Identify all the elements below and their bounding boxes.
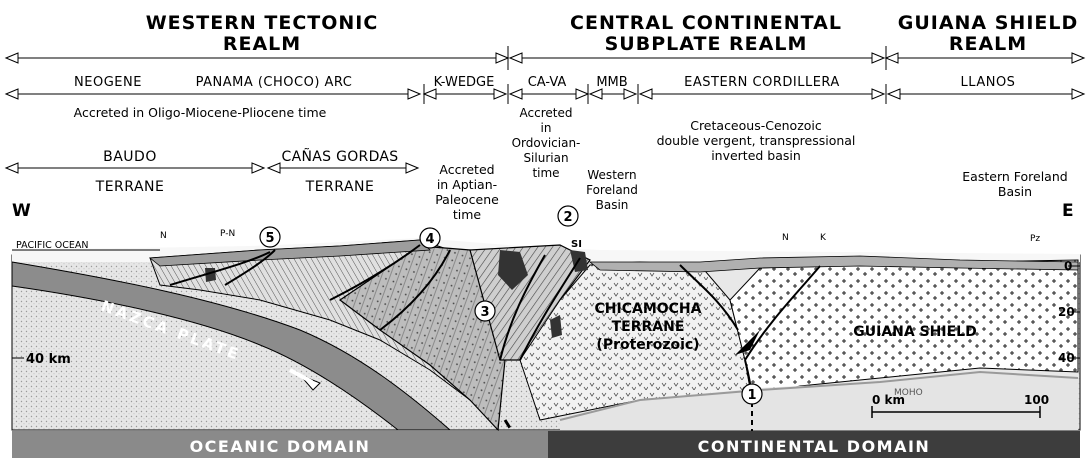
note-cretaceous-3: inverted basin bbox=[711, 148, 801, 163]
compass-east: E bbox=[1062, 201, 1074, 221]
note-accreted-apt-2: in Aptian- bbox=[437, 177, 497, 192]
note-accreted-apt-1: Accreted bbox=[439, 162, 494, 177]
depth-tick-0: 0 bbox=[1064, 259, 1072, 273]
label-chicamocha-3: (Proterozoic) bbox=[596, 337, 699, 353]
time-notes: Accreted in Oligo-Miocene-Pliocene time … bbox=[74, 105, 1068, 222]
continental-domain-label: CONTINENTAL DOMAIN bbox=[698, 437, 931, 456]
note-accreted-ord-3: Ordovician- bbox=[512, 136, 581, 150]
western-realm-title-2: REALM bbox=[223, 33, 301, 55]
label-mmb: MMB bbox=[596, 75, 627, 90]
label-n2: N bbox=[782, 233, 789, 243]
note-accreted-ord-4: Silurian bbox=[523, 151, 568, 165]
label-si: SI bbox=[571, 239, 582, 250]
guiana-realm-title-1: GUIANA SHIELD bbox=[898, 12, 1079, 34]
baudo-bottom: TERRANE bbox=[95, 179, 165, 195]
note-western-foreland-1: Western bbox=[587, 168, 636, 182]
label-pz: Pz bbox=[1030, 234, 1040, 244]
label-ca-va: CA-VA bbox=[528, 75, 567, 90]
label-scale-0: 0 km bbox=[872, 393, 905, 407]
note-accreted-omp: Accreted in Oligo-Miocene-Pliocene time bbox=[74, 105, 327, 120]
compass-west: W bbox=[12, 201, 31, 221]
note-eastern-foreland-1: Eastern Foreland bbox=[962, 169, 1067, 184]
label-panama-arc: PANAMA (CHOCO) ARC bbox=[196, 75, 353, 90]
note-western-foreland-3: Basin bbox=[596, 198, 629, 212]
label-pacific-ocean: PACIFIC OCEAN bbox=[16, 240, 89, 251]
note-eastern-foreland-2: Basin bbox=[998, 184, 1032, 199]
circle-2: 2 bbox=[563, 210, 572, 225]
guiana-realm-title-2: REALM bbox=[949, 33, 1027, 55]
note-western-foreland-2: Foreland bbox=[586, 183, 638, 197]
label-k-wedge: K-WEDGE bbox=[434, 75, 495, 90]
baudo-top: BAUDO bbox=[103, 149, 157, 165]
label-chicamocha-1: CHICAMOCHA bbox=[595, 301, 702, 317]
circle-4: 4 bbox=[425, 232, 434, 247]
cross-section bbox=[12, 238, 1080, 458]
note-cretaceous-2: double vergent, transpressional bbox=[657, 133, 856, 148]
central-realm-title-1: CENTRAL CONTINENTAL bbox=[570, 12, 842, 34]
western-realm-title-1: WESTERN TECTONIC bbox=[146, 12, 379, 34]
circle-1: 1 bbox=[747, 388, 756, 403]
canas-top: CAÑAS GORDAS bbox=[282, 148, 399, 165]
label-pn: P-N bbox=[220, 229, 235, 239]
label-llanos: LLANOS bbox=[961, 75, 1016, 90]
note-cretaceous-1: Cretaceous-Cenozoic bbox=[690, 118, 822, 133]
label-chicamocha-2: TERRANE bbox=[612, 319, 685, 335]
canas-bottom: TERRANE bbox=[305, 179, 375, 195]
note-accreted-ord-2: in bbox=[541, 121, 552, 135]
label-n1: N bbox=[160, 231, 167, 241]
note-accreted-apt-3: Paleocene bbox=[435, 192, 499, 207]
subdivision-labels: NEOGENE PANAMA (CHOCO) ARC K-WEDGE CA-VA… bbox=[74, 75, 1015, 90]
realm-titles: WESTERN TECTONIC REALM CENTRAL CONTINENT… bbox=[146, 12, 1079, 55]
label-eastern-cordillera: EASTERN CORDILLERA bbox=[684, 75, 840, 90]
label-guiana-shield: GUIANA SHIELD bbox=[853, 324, 976, 340]
label-neogene: NEOGENE bbox=[74, 75, 142, 90]
depth-tick-20: 20 bbox=[1058, 305, 1075, 319]
circle-5: 5 bbox=[265, 231, 274, 246]
oceanic-domain-label: OCEANIC DOMAIN bbox=[190, 437, 371, 456]
central-realm-title-2: SUBPLATE REALM bbox=[605, 33, 808, 55]
label-k: K bbox=[820, 233, 827, 243]
label-40km: 40 km bbox=[26, 352, 71, 367]
note-accreted-ord-1: Accreted bbox=[520, 106, 573, 120]
circle-3: 3 bbox=[480, 305, 489, 320]
depth-tick-40: 40 bbox=[1058, 351, 1075, 365]
label-scale-100: 100 bbox=[1024, 393, 1049, 407]
terrane-labels: BAUDO TERRANE CAÑAS GORDAS TERRANE bbox=[95, 148, 399, 195]
note-accreted-ord-5: time bbox=[532, 166, 559, 180]
note-accreted-apt-4: time bbox=[453, 207, 482, 222]
